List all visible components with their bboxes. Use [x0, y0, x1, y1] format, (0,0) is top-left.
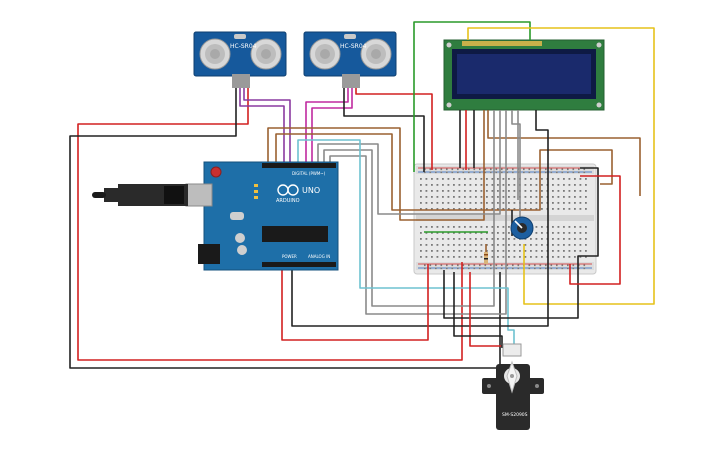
- atmega-chip: [262, 226, 328, 242]
- wire-brown-lcd-1: [267, 110, 485, 221]
- digital-header: [262, 163, 336, 168]
- usb-cable: [92, 183, 213, 207]
- lcd-pin-header: [462, 41, 542, 46]
- arduino-uno[interactable]: UNO ARDUINO DIGITAL (PWM~) POWER ANALOG …: [92, 161, 339, 271]
- wire-black-right-2: [443, 167, 599, 319]
- wire-magenta-echo2: [311, 86, 353, 162]
- lcd-display[interactable]: [443, 39, 605, 111]
- potentiometer[interactable]: [510, 216, 534, 240]
- arduino-logo: [277, 184, 299, 196]
- wire-brown-lcd-2: [275, 133, 613, 211]
- breadboard[interactable]: [413, 163, 597, 275]
- sensor-1-pins: [232, 74, 250, 88]
- wire-black-sensor1-gnd: [69, 88, 501, 369]
- wire-cyan-servo: [297, 139, 515, 348]
- ultrasonic-sensor-2[interactable]: HC-SR04: [303, 31, 397, 88]
- wire-gray-3: [329, 110, 507, 315]
- servo-label: SM-S2090S: [502, 412, 528, 418]
- wire-green-lcd: [413, 21, 531, 172]
- wire-black-right: [291, 110, 549, 327]
- wire-red-servo: [469, 272, 510, 347]
- sensor-1-label: HC-SR04: [230, 43, 257, 50]
- wire-red-right: [569, 175, 621, 285]
- lcd-screw-holes: [446, 42, 602, 108]
- servo-motor[interactable]: SM-S2090S: [482, 343, 544, 430]
- board-brand: ARDUINO: [276, 198, 300, 204]
- wire-gray-1: [317, 110, 501, 215]
- wire-red-5v: [281, 262, 429, 341]
- wire-red-sensor2-vcc: [355, 86, 433, 170]
- wire-gray-2: [323, 110, 495, 307]
- wire-gray-4: [511, 110, 521, 220]
- resistor: [484, 252, 488, 264]
- analog-header: [262, 262, 336, 267]
- sensor-2-pins: [342, 74, 360, 88]
- wires: [69, 21, 655, 369]
- wire-red-sensor1-vcc: [77, 88, 463, 361]
- digital-label: DIGITAL (PWM~): [292, 171, 326, 176]
- reset-button[interactable]: [210, 166, 222, 178]
- wire-purple-echo1: [243, 88, 291, 162]
- power-jack: [198, 244, 220, 264]
- wire-black-sensor2-gnd: [343, 86, 425, 172]
- ultrasonic-sensor-1[interactable]: HC-SR04: [193, 31, 287, 88]
- wire-yellow-lcd: [467, 27, 655, 305]
- analog-label: ANALOG IN: [308, 254, 330, 259]
- wire-purple-trig1: [239, 88, 285, 162]
- sensor-2-label: HC-SR04: [340, 43, 367, 50]
- board-model: UNO: [302, 186, 320, 195]
- power-label: POWER: [282, 254, 297, 259]
- wire-black-servo: [453, 272, 503, 348]
- wire-brown-lcd-3: [487, 110, 641, 196]
- wire-magenta-trig2: [305, 86, 349, 162]
